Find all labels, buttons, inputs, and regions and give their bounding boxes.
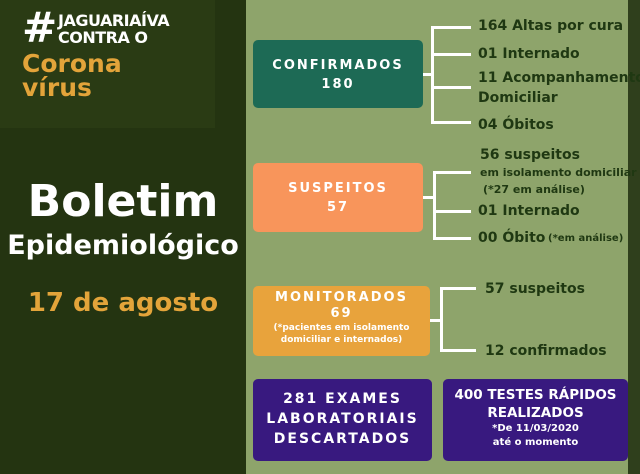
- altas-item: 164 Altas por cura: [478, 18, 624, 34]
- bracket: [433, 171, 436, 240]
- obito-item: 00 Óbito: [478, 230, 546, 246]
- bracket: [431, 26, 434, 124]
- domiciliar-item: Domiciliar: [478, 90, 558, 106]
- bracket: [430, 319, 442, 322]
- bulletin-date: 17 de agosto: [27, 288, 219, 318]
- bracket: [440, 349, 476, 352]
- internado-item: 01 Internado: [478, 203, 580, 219]
- acompanhamento-item: 11 Acompanhamento: [478, 70, 640, 86]
- bracket: [423, 73, 433, 76]
- hashtag-symbol: #: [22, 3, 58, 52]
- bracket: [431, 121, 471, 124]
- monitorados-confirmados: 12 confirmados: [485, 343, 607, 359]
- obitos-item: 04 Óbitos: [478, 117, 554, 133]
- right-edge: [628, 0, 640, 474]
- bracket: [433, 237, 471, 240]
- bulletin-title: Boletim: [27, 176, 219, 227]
- bracket: [440, 287, 443, 352]
- bracket: [431, 86, 471, 89]
- monitorados-suspeitos: 57 suspeitos: [485, 281, 585, 297]
- bulletin-subtitle: Epidemiológico: [7, 230, 239, 261]
- bracket: [431, 53, 471, 56]
- obito-note: (*em análise): [548, 233, 624, 244]
- bracket: [431, 26, 471, 29]
- bracket: [433, 210, 471, 213]
- isolamento-item: em isolamento domiciliar: [480, 166, 637, 179]
- suspeitos-item: 56 suspeitos: [480, 147, 580, 163]
- bracket: [423, 196, 435, 199]
- internado-item: 01 Internado: [478, 46, 580, 62]
- bracket: [433, 171, 471, 174]
- bracket: [440, 287, 476, 290]
- analise-note: (*27 em análise): [483, 183, 585, 196]
